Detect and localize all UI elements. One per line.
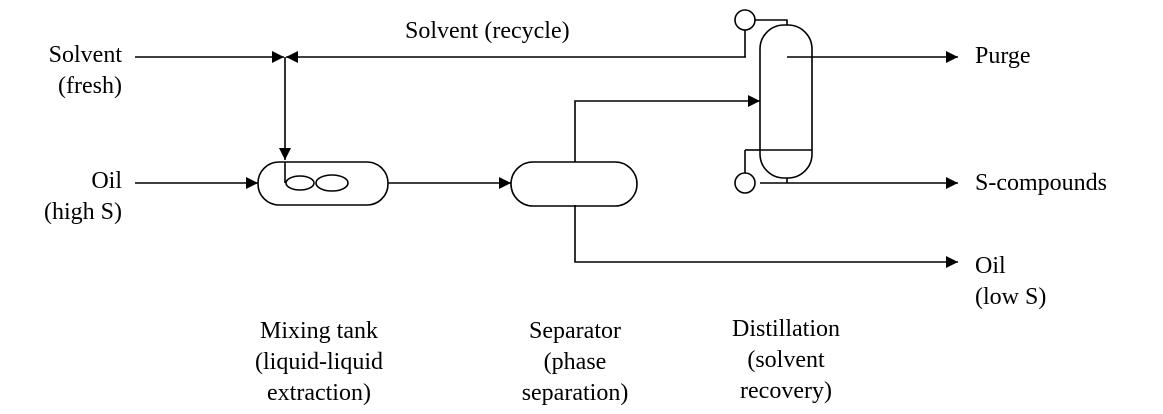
output-s-compounds-label: S-compounds bbox=[975, 170, 1107, 196]
agitator-icon bbox=[285, 175, 315, 191]
separator-vessel bbox=[510, 161, 638, 207]
distillation-column bbox=[759, 24, 813, 179]
recycle-label: Solvent (recycle) bbox=[405, 18, 570, 44]
condenser-icon bbox=[734, 9, 756, 31]
mixing-tank-vessel bbox=[257, 161, 389, 206]
output-oil-low-s-label: Oil (low S) bbox=[975, 253, 1047, 310]
distillation-label: Distillation (solvent recovery) bbox=[732, 316, 840, 404]
output-purge-label: Purge bbox=[975, 43, 1031, 69]
stream-oil-product bbox=[574, 205, 958, 268]
reboiler-icon bbox=[734, 172, 756, 194]
input-oil-high-s-label: Oil (high S) bbox=[44, 168, 122, 225]
stream-separator-to-column bbox=[574, 95, 760, 162]
separator-label: Separator (phase separation) bbox=[521, 318, 629, 406]
input-solvent-fresh-label: Solvent (fresh) bbox=[48, 42, 122, 99]
mixing-tank-label: Mixing tank (liquid-liquid extraction) bbox=[255, 318, 383, 406]
